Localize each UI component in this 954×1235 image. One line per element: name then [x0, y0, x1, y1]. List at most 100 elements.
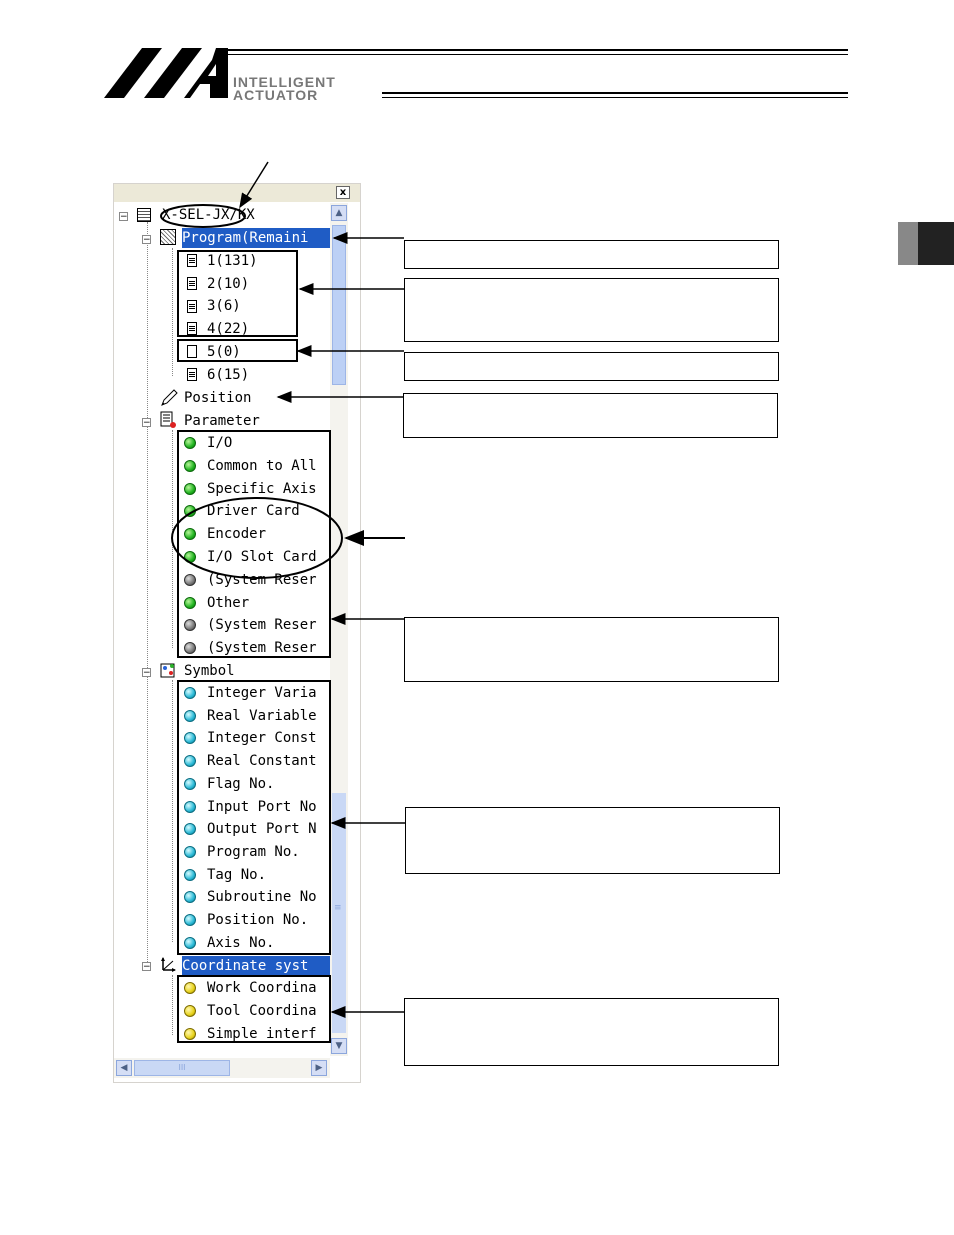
- tree-node-position[interactable]: Position: [184, 390, 252, 406]
- tree-root-node[interactable]: X-SEL-JX/KX: [162, 207, 255, 223]
- symbol-item-9[interactable]: Tag No.: [207, 866, 267, 883]
- tree-node-program[interactable]: Program(Remaini: [182, 228, 330, 248]
- symbol-item-2[interactable]: Real Variable: [207, 707, 317, 724]
- scroll-left-button[interactable]: ◀: [116, 1060, 132, 1076]
- symbol-item-6[interactable]: Input Port No: [207, 798, 317, 815]
- symbol-status-icon: [184, 687, 196, 699]
- vertical-scrollbar[interactable]: ▲ ≡ ▼: [330, 203, 348, 1056]
- coordinate-item-2[interactable]: Tool Coordina: [207, 1002, 317, 1019]
- parameter-item-4[interactable]: Driver Card: [207, 503, 300, 520]
- parameter-status-icon: [184, 437, 196, 449]
- highlight-box-parameters: [177, 430, 331, 658]
- parameter-item-1[interactable]: I/O: [207, 435, 233, 451]
- program-file-icon: [187, 277, 197, 290]
- header-rule-bottom-thin: [382, 97, 848, 98]
- parameter-item-2[interactable]: Common to All: [207, 457, 317, 474]
- tree-line-programs: [172, 248, 173, 376]
- parameter-item-5[interactable]: Encoder: [207, 526, 267, 543]
- program-file-icon: [187, 322, 197, 335]
- symbol-status-icon: [184, 755, 196, 768]
- coordinate-status-icon: [184, 1004, 196, 1017]
- program-file-icon: [187, 368, 197, 381]
- program-item-5[interactable]: 5(0): [207, 344, 241, 360]
- callout-coordinate: [404, 998, 779, 1066]
- symbol-item-8[interactable]: Program No.: [207, 843, 300, 860]
- program-item-3[interactable]: 3(6): [207, 298, 241, 314]
- scroll-down-button[interactable]: ▼: [331, 1038, 347, 1054]
- program-item-1[interactable]: 1(131): [207, 253, 258, 269]
- pencil-icon: [161, 389, 178, 406]
- program-item-2[interactable]: 2(10): [207, 276, 250, 292]
- symbol-status-icon: [184, 800, 196, 813]
- tree-node-symbol[interactable]: Symbol: [184, 663, 235, 679]
- symbol-item-11[interactable]: Position No.: [207, 912, 309, 928]
- program-item-4[interactable]: 4(22): [207, 321, 250, 337]
- coordinate-status-icon: [184, 1027, 196, 1040]
- coordinate-status-icon: [184, 982, 196, 994]
- symbol-item-12[interactable]: Axis No.: [207, 934, 275, 951]
- program-file-icon: [187, 254, 197, 267]
- coordinate-item-1[interactable]: Work Coordina: [207, 980, 317, 996]
- parameter-collapse-toggle[interactable]: −: [142, 418, 151, 428]
- chapter-tab-marker: [898, 222, 954, 265]
- symbol-item-1[interactable]: Integer Varia: [207, 685, 317, 701]
- symbol-item-4[interactable]: Real Constant: [207, 753, 317, 770]
- tree-line-coords: [172, 975, 173, 1035]
- header-rule-top-thin: [228, 54, 848, 55]
- controller-icon: [137, 208, 151, 222]
- scroll-right-button[interactable]: ▶: [311, 1060, 327, 1076]
- scroll-up-button[interactable]: ▲: [331, 205, 347, 221]
- program-collapse-toggle[interactable]: −: [142, 235, 151, 245]
- highlight-box-coordinates: [177, 975, 331, 1043]
- symbol-status-icon: [184, 823, 196, 836]
- symbol-status-icon: [184, 845, 196, 858]
- parameter-status-icon: [184, 528, 196, 541]
- callout-program-registered: [404, 278, 779, 342]
- parameter-item-10[interactable]: (System Reser: [207, 640, 317, 657]
- coordinate-axes-icon: [161, 957, 176, 972]
- symbol-status-icon: [184, 777, 196, 790]
- scroll-thumb-lower[interactable]: ≡: [332, 793, 346, 1033]
- parameter-item-9[interactable]: (System Reser: [207, 617, 317, 634]
- brand-actuator: ACTUATOR: [233, 87, 319, 103]
- symbol-status-icon: [184, 914, 196, 926]
- parameter-status-icon: [184, 642, 196, 655]
- highlight-box-programs-1-4: [177, 250, 298, 337]
- symbol-status-icon: [184, 868, 196, 881]
- program-folder-icon: [160, 229, 176, 245]
- root-collapse-toggle[interactable]: −: [119, 212, 128, 222]
- tree-node-parameter[interactable]: Parameter: [184, 413, 260, 429]
- parameter-status-icon: [184, 573, 196, 586]
- hscroll-thumb[interactable]: III: [134, 1060, 230, 1076]
- coordinate-collapse-toggle[interactable]: −: [142, 962, 151, 972]
- symbol-item-7[interactable]: Output Port N: [207, 821, 317, 838]
- program-item-6[interactable]: 6(15): [207, 367, 250, 383]
- tree-node-coordinate-system[interactable]: Coordinate syst: [182, 956, 330, 976]
- header-rule-bottom: [382, 92, 848, 94]
- symbol-status-icon: [184, 709, 196, 722]
- parameter-item-6[interactable]: I/O Slot Card: [207, 549, 317, 565]
- scroll-thumb[interactable]: [332, 225, 346, 385]
- parameter-item-3[interactable]: Specific Axis: [207, 480, 317, 497]
- symbol-status-icon: [184, 891, 196, 904]
- callout-symbol: [405, 807, 780, 874]
- vthumb-grip: ≡: [334, 903, 342, 913]
- callout-program: [404, 240, 779, 269]
- symbol-status-icon: [184, 732, 196, 745]
- parameter-status-icon: [184, 619, 196, 632]
- horizontal-scrollbar[interactable]: ◀ III ▶: [114, 1058, 330, 1078]
- tree-line-level1: [147, 222, 148, 970]
- parameter-item-8[interactable]: Other: [207, 594, 250, 611]
- symbol-item-3[interactable]: Integer Const: [207, 730, 317, 747]
- program-file-icon: [187, 300, 197, 313]
- coordinate-item-3[interactable]: Simple interf: [207, 1025, 317, 1042]
- symbol-item-10[interactable]: Subroutine No: [207, 889, 317, 906]
- symbol-collapse-toggle[interactable]: −: [142, 668, 151, 678]
- close-button[interactable]: x: [336, 186, 350, 199]
- callout-position: [403, 393, 778, 438]
- callout-program-empty: [404, 352, 779, 381]
- symbol-item-5[interactable]: Flag No.: [207, 775, 275, 792]
- panel-title-bar: [114, 184, 360, 202]
- program-empty-file-icon: [187, 345, 197, 358]
- parameter-status-icon: [184, 482, 196, 495]
